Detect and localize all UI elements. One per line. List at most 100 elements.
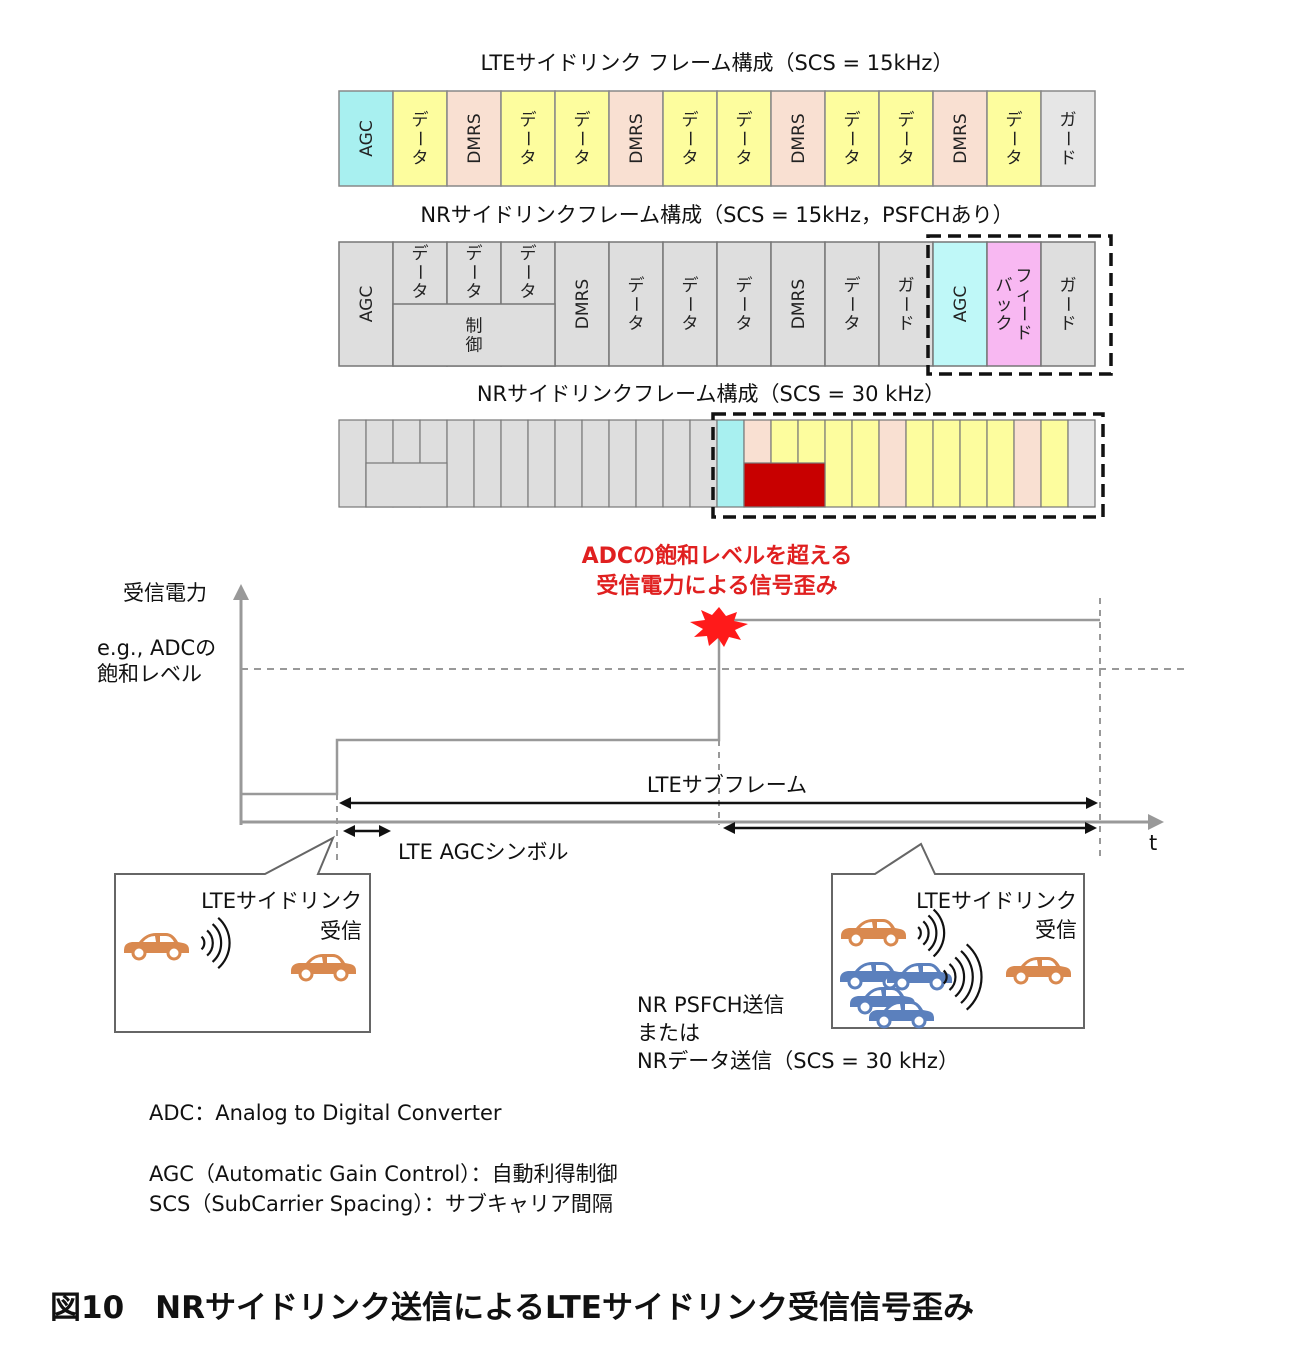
- nr30-symbol: [662, 419, 691, 508]
- lte-cell-label: DMRS: [789, 113, 809, 163]
- note-scs: SCS（SubCarrier Spacing）：サブキャリア間隔: [149, 1192, 613, 1216]
- vertical-glyph: ー: [1057, 130, 1077, 147]
- lte-cell-label: データ: [1003, 110, 1023, 169]
- vertical-glyph: タ: [520, 282, 537, 302]
- lte-cell-label: データ: [517, 110, 537, 169]
- lte-rx-car-icon: [291, 954, 356, 982]
- left-bubble-line1: LTEサイドリンク: [201, 889, 362, 913]
- signal-wave-arc: [942, 969, 948, 985]
- nr15-cell: [554, 241, 610, 367]
- lte-cell: [716, 90, 772, 187]
- signal-wave-arc: [965, 943, 983, 1011]
- car-window: [859, 965, 890, 971]
- car-wheel: [1013, 969, 1029, 985]
- nr30-symbol: [1013, 419, 1042, 508]
- vertical-glyph: ー: [517, 264, 537, 281]
- vertical-glyph: デ: [412, 243, 429, 264]
- vertical-glyph: タ: [844, 149, 861, 169]
- nr15-cell: [770, 241, 826, 367]
- y-axis-label: 受信電力: [123, 581, 207, 605]
- lte-tx-car-icon: [841, 919, 906, 947]
- nr-tx-note-line1: NR PSFCH送信: [637, 993, 785, 1017]
- nr15-cell-label: データ: [733, 275, 753, 334]
- nr30-symbol: [878, 419, 907, 508]
- car-window: [888, 1004, 919, 1010]
- nr15-cell-label: DMRS: [573, 279, 593, 329]
- car-wheel: [848, 931, 864, 947]
- vertical-glyph: ー: [733, 130, 753, 147]
- lte-cell: [662, 90, 718, 187]
- vertical-glyph: デ: [844, 275, 861, 296]
- vertical-glyph: ガ: [898, 276, 915, 296]
- vertical-glyph: ガ: [1060, 276, 1077, 296]
- y-axis-arrowhead: [233, 584, 249, 600]
- nr-signal-waves-icon: [942, 943, 983, 1011]
- nr15-cell-label: ガード: [895, 276, 915, 334]
- nr30-symbol: [608, 419, 637, 508]
- vertical-glyph: タ: [736, 314, 753, 334]
- t-axis-label: t: [1149, 831, 1157, 855]
- nr30-slot2-control: [743, 462, 826, 508]
- lte-cell-label: AGC: [357, 120, 377, 156]
- lte-cell: [554, 90, 610, 187]
- nr15-cell-label: DMRS: [789, 279, 809, 329]
- vertical-glyph: デ: [520, 243, 537, 264]
- nr15-cell-label: データ: [517, 243, 537, 302]
- lte-cell-label: データ: [895, 110, 915, 169]
- car-wheel: [333, 966, 349, 982]
- car-wheel: [929, 975, 945, 991]
- nr30-symbol: [716, 419, 745, 508]
- car-window: [906, 966, 937, 972]
- vertical-glyph: ッ: [996, 295, 1013, 315]
- nr30-symbol: [500, 419, 529, 508]
- nr30-slot1-control: [365, 462, 448, 508]
- car-window: [1025, 960, 1056, 966]
- lte-rx-car-icon: [1006, 957, 1071, 985]
- nr-car-icon: [869, 1001, 934, 1029]
- vertical-glyph: デ: [1006, 110, 1023, 131]
- car-wheel: [298, 966, 314, 982]
- vertical-glyph: ド: [1060, 149, 1077, 169]
- signal-wave-arc: [917, 926, 922, 940]
- nr15-cell-label: データ: [679, 275, 699, 334]
- vertical-glyph: ー: [409, 264, 429, 281]
- vertical-glyph: ー: [1003, 130, 1023, 147]
- nr15-frame-title: NRサイドリンクフレーム構成（SCS = 15kHz，PSFCHあり）: [420, 203, 1013, 227]
- car-window: [310, 957, 341, 963]
- lte-cell: [446, 90, 502, 187]
- car-wheel: [847, 974, 863, 990]
- vertical-glyph: ー: [1057, 296, 1077, 313]
- vertical-glyph: 制: [466, 317, 483, 337]
- nr30-frame-title: NRサイドリンクフレーム構成（SCS = 30 kHz）: [477, 382, 945, 406]
- lte-subframe-label: LTEサブフレーム: [647, 773, 807, 797]
- lte-frame-title: LTEサイドリンク フレーム構成（SCS = 15kHz）: [481, 51, 954, 75]
- nr-car-icon: [887, 963, 952, 991]
- vertical-glyph: デ: [736, 110, 753, 131]
- lte-tx-car-icon: [124, 933, 189, 961]
- left-bubble-line2: 受信: [320, 919, 362, 943]
- agc-symbol-label: LTE AGCシンボル: [398, 840, 569, 864]
- lte-signal-waves-icon: [917, 908, 946, 958]
- vertical-glyph: デ: [898, 110, 915, 131]
- x-axis-arrowhead: [1148, 814, 1164, 830]
- vertical-glyph: ー: [571, 130, 591, 147]
- vertical-glyph: タ: [628, 314, 645, 334]
- agc-symbol-arrowhead-right: [379, 825, 391, 837]
- vertical-glyph: ー: [517, 130, 537, 147]
- note-agc: AGC（Automatic Gain Control）：自動利得制御: [149, 1162, 618, 1186]
- nr30-frame: [338, 419, 1096, 508]
- vertical-glyph: ー: [1013, 305, 1033, 322]
- car-wheel: [166, 945, 182, 961]
- figure-caption: 図10 NRサイドリンク送信によるLTEサイドリンク受信信号歪み: [50, 1290, 974, 1326]
- nr-tx-note-line3: NRデータ送信（SCS = 30 kHz）: [637, 1049, 959, 1073]
- vertical-glyph: ー: [841, 296, 861, 313]
- vertical-glyph: タ: [466, 282, 483, 302]
- lte-cell-label: DMRS: [627, 113, 647, 163]
- lte-cell-label: データ: [841, 110, 861, 169]
- vertical-glyph: デ: [682, 110, 699, 131]
- car-window: [869, 990, 900, 996]
- signal-wave-arc: [211, 923, 223, 963]
- signal-wave-arc: [217, 916, 231, 970]
- nr15-cell: [1040, 241, 1096, 367]
